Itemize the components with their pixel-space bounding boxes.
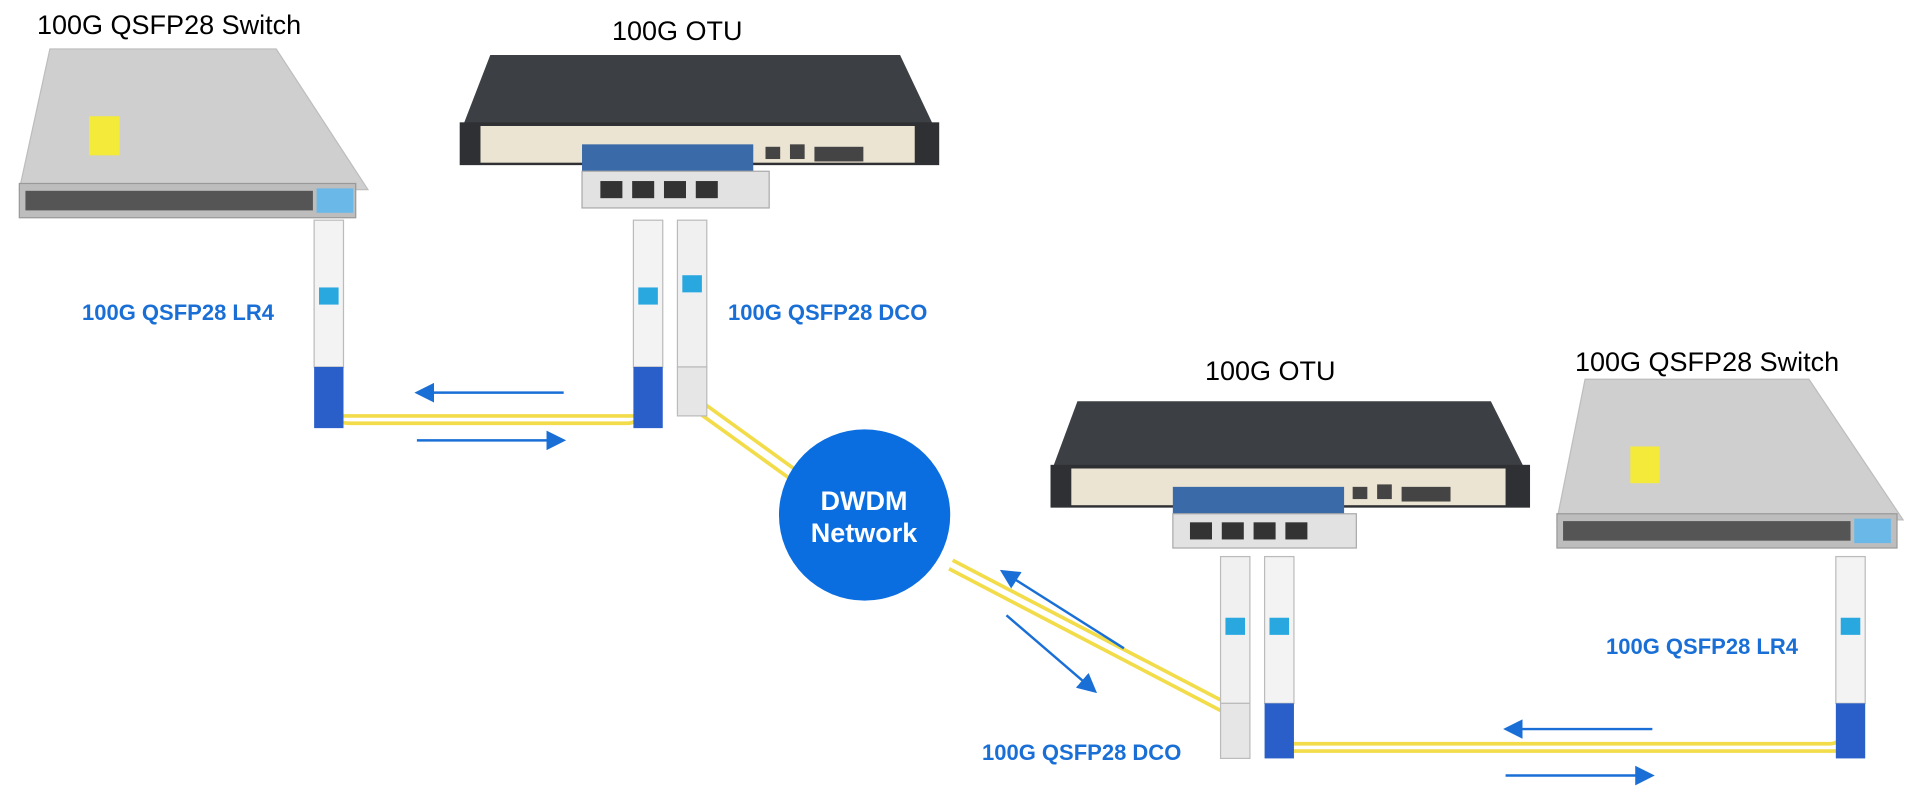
dco-module-right [1219, 555, 1251, 760]
dco-module-left [676, 219, 708, 417]
transceivers [313, 219, 1866, 760]
network-line1: DWDM [820, 486, 908, 516]
label-dco-right: 100G QSFP28 DCO [982, 740, 1182, 765]
label-lr4-right: 100G QSFP28 LR4 [1606, 634, 1798, 659]
label-switch-left: 100G QSFP28 Switch [37, 10, 302, 40]
label-switch-right: 100G QSFP28 Switch [1575, 347, 1840, 377]
switch-left [18, 48, 370, 219]
otu-left [459, 55, 940, 209]
label-otu-left: 100G OTU [612, 16, 743, 46]
otu-right [1050, 401, 1531, 549]
otu-module-right [1263, 555, 1295, 759]
dwdm-network-label: DWDM Network [779, 485, 949, 549]
label-lr4-left: 100G QSFP28 LR4 [82, 300, 274, 325]
switch-right [1556, 378, 1905, 549]
label-otu-right: 100G OTU [1205, 356, 1336, 386]
network-line2: Network [810, 518, 918, 548]
dwdm-network-node [778, 429, 951, 601]
lr4-module-left [313, 219, 345, 429]
direction-arrows [414, 382, 1655, 786]
label-dco-left: 100G QSFP28 DCO [728, 300, 928, 325]
otu-module-left [632, 219, 664, 429]
lr4-module-right [1835, 555, 1866, 759]
